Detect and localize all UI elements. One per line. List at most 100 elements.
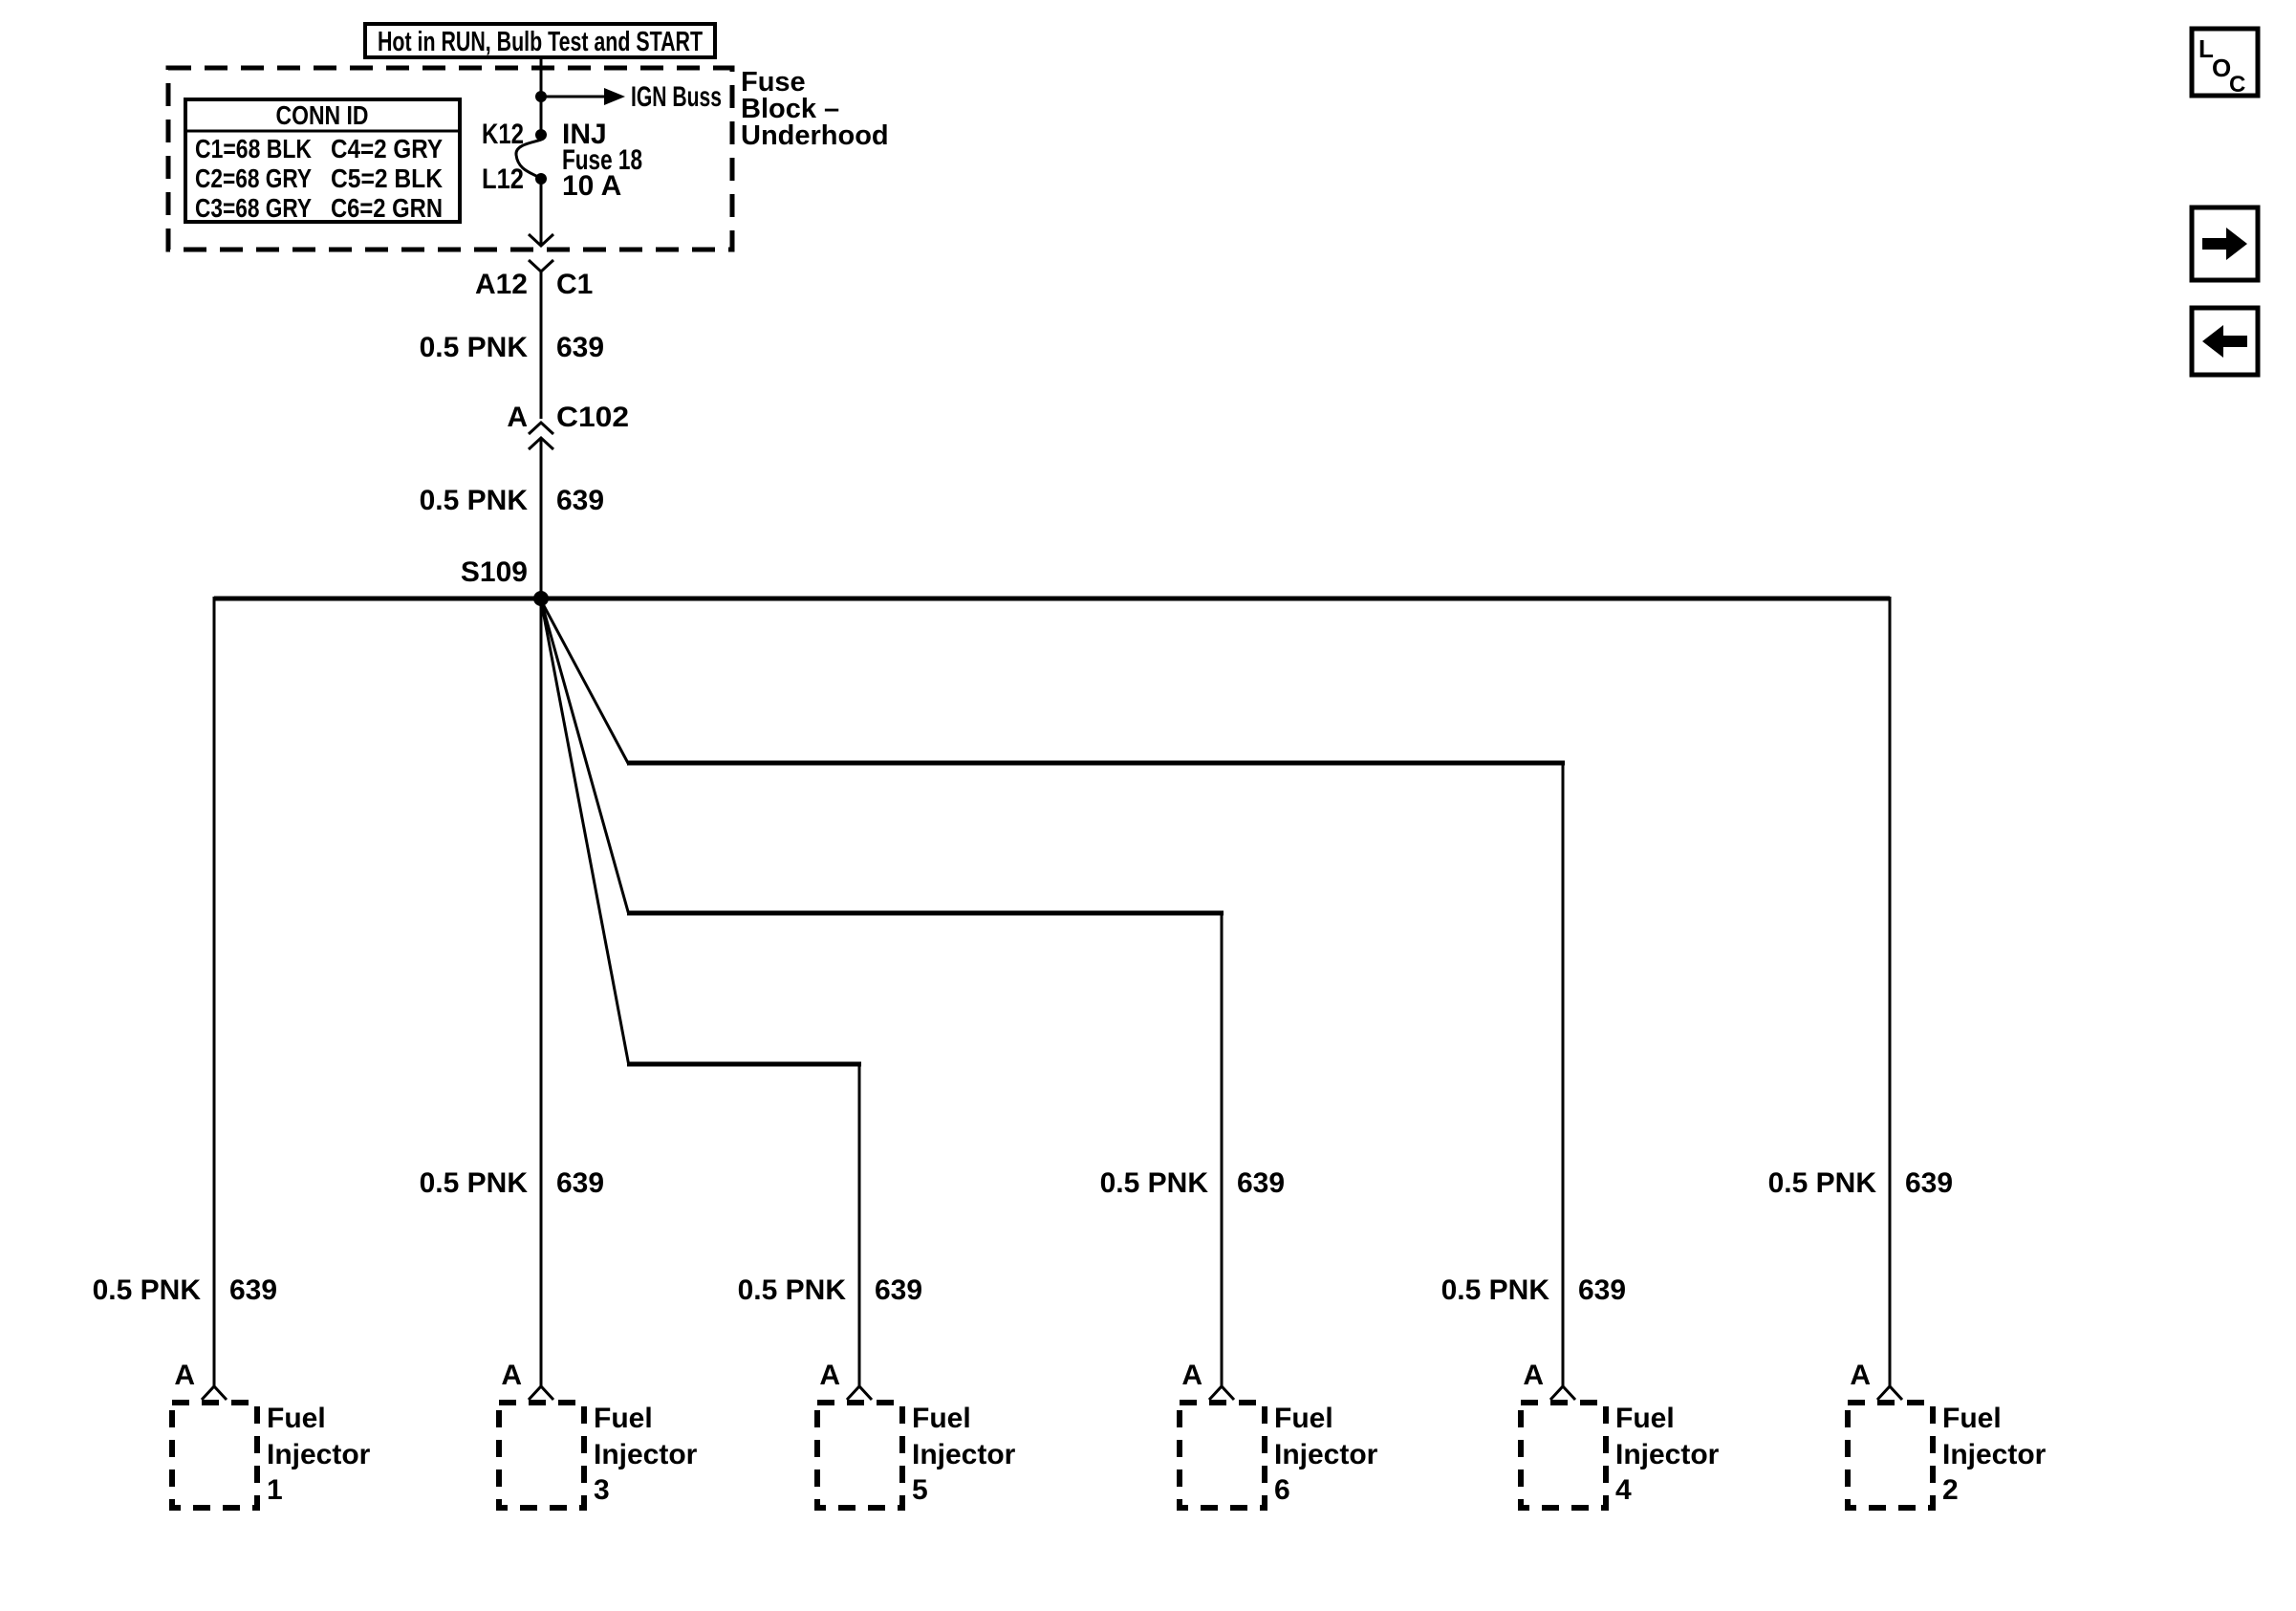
conn-id-table: CONN ID C1=68 BLK C4=2 GRY C2=68 GRY C5=… [184,98,462,224]
fuel-injector-box [1518,1400,1609,1511]
wire-c102-to-s109: 0.5 PNK 639 [420,440,604,599]
wire-circuit-label: 639 [556,485,604,516]
connector-chevron-icon [527,1383,555,1402]
connector-chevron-icon [1549,1383,1577,1402]
injector-name-line2: Injector [912,1439,1016,1470]
fuel-injector-box [169,1400,260,1511]
ign-buss-label: IGN Buss [631,81,722,113]
injector-name-line2: Injector [1615,1439,1720,1470]
conn-id-row2-right: C5=2 BLK [331,163,443,193]
injector-pin-label: A [1850,1360,1871,1391]
wire-size-label: 0.5 PNK [738,1274,847,1306]
conn-id-row1-right: C4=2 GRY [331,134,443,163]
loc-letter-c: C [2229,72,2245,98]
fuse-block-name: Fuse Block – Underhood [741,67,889,151]
wire-circuit-label: 639 [556,332,604,363]
conn-id-row3-right: C6=2 GRN [331,193,443,223]
splice-label: S109 [461,556,528,588]
connector-c1: A12 C1 [475,258,593,300]
inline-connector-chevron-icon [527,435,555,451]
injector-number: 2 [1942,1474,1959,1506]
injector-name-line1: Fuel [1942,1403,2002,1434]
next-page-button-box[interactable] [2189,205,2261,283]
injector-number: 5 [912,1474,928,1506]
fuse-name-label: INJ [562,119,607,150]
fuse-block-name-line2: Block – [741,94,839,124]
power-banner: Hot in RUN, Bulb Test and START [363,22,717,59]
next-page-button[interactable] [2189,205,2261,283]
conn-id-title: CONN ID [276,100,369,130]
wire-circuit-label: 639 [1905,1167,1953,1199]
fuel-injector-box [1177,1400,1267,1511]
injector-6-circuit: 0.5 PNK 639 A Fuel Injector 6 [1100,913,1378,1511]
connector-chevron-icon [845,1383,874,1402]
injector-name-line1: Fuel [912,1403,971,1434]
back-arrow-icon [2202,325,2247,358]
fuse-pin-top-label: K12 [482,119,524,150]
conn-id-row3-left: C3=68 GRY [195,193,312,223]
wire-circuit-label: 639 [229,1274,277,1306]
conn-id-row2-left: C2=68 GRY [195,163,312,193]
loc-letter-l: L [2199,34,2214,63]
loc-button[interactable]: L O C [2189,26,2261,98]
fuse-id-label: Fuse 18 [562,144,642,176]
connector-chevron-icon [1207,1383,1236,1402]
previous-page-button-box[interactable] [2189,305,2261,378]
connector-chevron-icon [1875,1383,1904,1402]
connector-c1-name: C1 [556,269,593,300]
connector-chevron-icon [200,1383,228,1402]
injector-pin-label: A [501,1360,522,1391]
fuse-block-underhood: CONN ID C1=68 BLK C4=2 GRY C2=68 GRY C5=… [165,57,889,252]
wire-circuit-label: 639 [1237,1167,1285,1199]
fuse-circuit: IGN Buss K12 L12 INJ Fuse 18 10 A [482,57,722,249]
forward-arrow-icon [2202,228,2247,260]
previous-page-button[interactable] [2189,305,2261,378]
injector-5-circuit: 0.5 PNK 639 A Fuel Injector 5 [738,1064,1016,1511]
wire-size-label: 0.5 PNK [1100,1167,1209,1199]
injector-pin-label: A [1181,1360,1202,1391]
connector-c102-name: C102 [556,402,629,433]
power-banner-label: Hot in RUN, Bulb Test and START [378,27,703,57]
fuel-injector-box [496,1400,587,1511]
injector-number: 6 [1274,1474,1290,1506]
connector-c1-pin: A12 [475,269,528,300]
fuse-block-dashed-outline [165,65,735,252]
loc-letter-o: O [2212,54,2231,82]
wire-size-label: 0.5 PNK [1768,1167,1877,1199]
injector-1-circuit: 0.5 PNK 639 A Fuel Injector 1 [93,597,371,1511]
wire-c1-to-c102: 0.5 PNK 639 [420,272,604,419]
injector-name-line2: Injector [1942,1439,2047,1470]
injector-name-line2: Injector [594,1439,698,1470]
splice-s109: S109 [214,556,1890,1067]
fuse-block-name-line3: Underhood [741,120,889,151]
wire-size-label: 0.5 PNK [1441,1274,1550,1306]
wire-size-label: 0.5 PNK [420,485,529,516]
fuel-injector-box [814,1400,905,1511]
female-connector-icon [527,258,555,274]
fuse-block-name-line1: Fuse [741,67,806,98]
wire-circuit-label: 639 [875,1274,922,1306]
injector-name-line2: Injector [267,1439,371,1470]
fuse-rating-label: 10 A [562,170,621,202]
conn-id-table-border [184,98,462,224]
right-arrowhead-icon [604,88,625,105]
splice-branch-diagonal [539,599,631,766]
injector-name-line1: Fuel [594,1403,653,1434]
injector-number: 4 [1615,1474,1632,1506]
fuel-injector-box [1845,1400,1936,1511]
loc-button-box[interactable] [2189,26,2261,98]
injector-name-line1: Fuel [267,1403,326,1434]
splice-branch-diagonal [539,599,631,916]
wire-circuit-label: 639 [556,1167,604,1199]
fuse-pin-bottom-label: L12 [482,163,524,195]
inline-connector-chevron-icon [527,420,555,436]
injector-3-circuit: 0.5 PNK 639 A Fuel Injector 3 [420,599,698,1511]
connector-c102: A C102 [507,402,629,451]
injector-number: 3 [594,1474,610,1506]
wire-size-label: 0.5 PNK [420,332,529,363]
injector-pin-label: A [819,1360,840,1391]
splice-branch-diagonal [539,599,631,1067]
down-arrow-connector-icon [527,232,555,249]
wire-size-label: 0.5 PNK [420,1167,529,1199]
